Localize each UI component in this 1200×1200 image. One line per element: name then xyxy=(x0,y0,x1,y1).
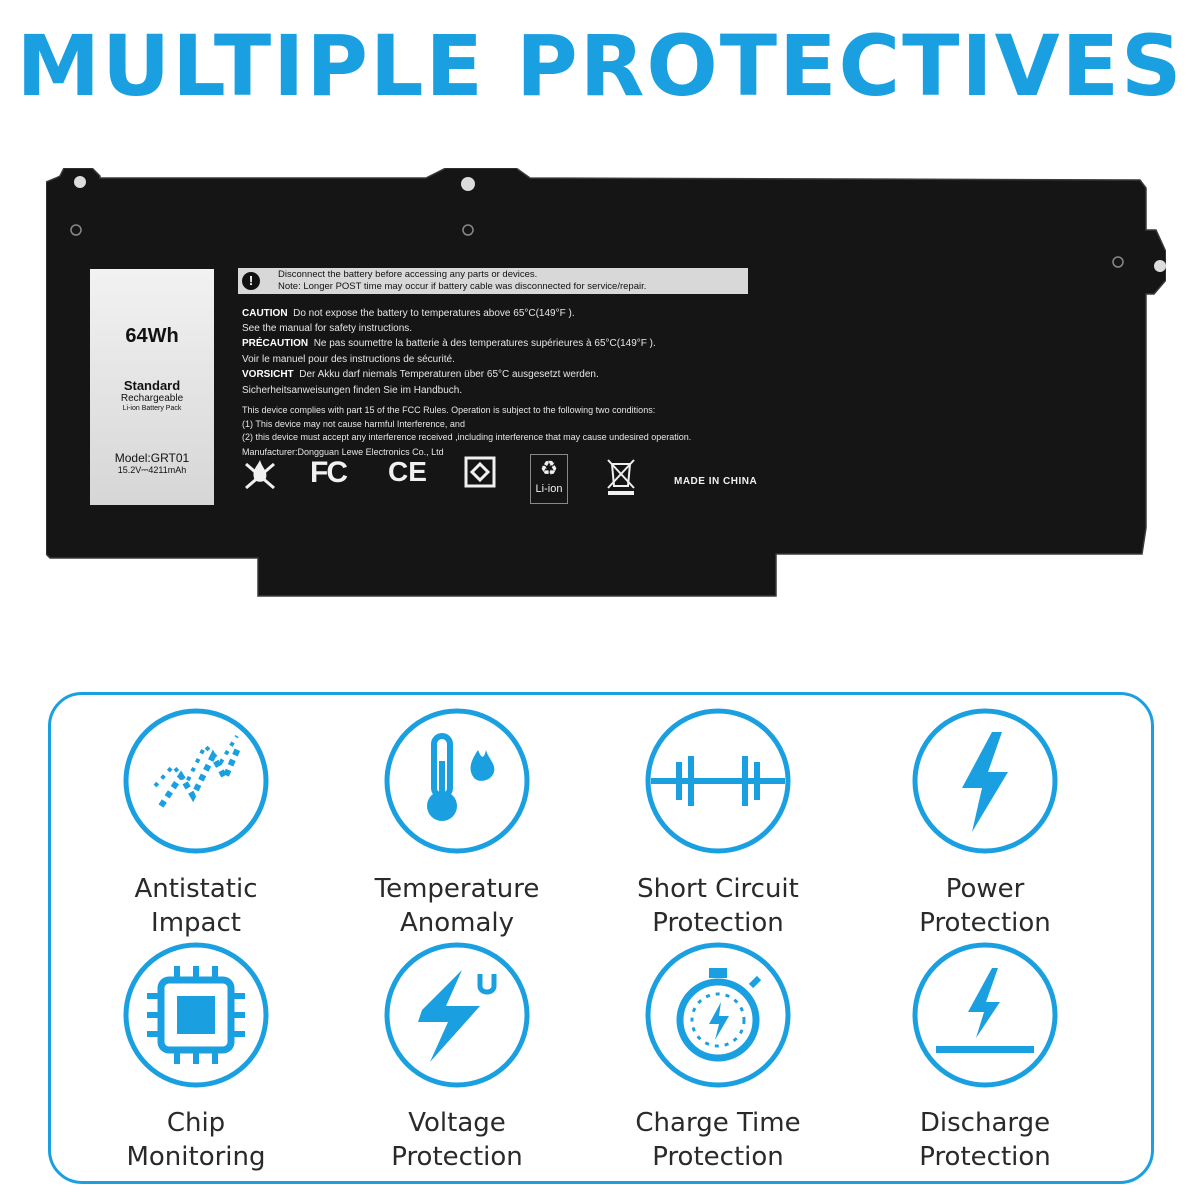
manufacturer-text: Manufacturer:Dongguan Lewe Electronics C… xyxy=(242,447,444,457)
feature-voltage: Voltage Protection xyxy=(327,940,587,1174)
feature-short-circuit: Short Circuit Protection xyxy=(588,706,848,940)
feature-line-2: Impact xyxy=(151,908,241,938)
feature-chip: Chip Monitoring xyxy=(66,940,326,1174)
chip-icon xyxy=(123,942,269,1088)
caution-text: Do not expose the battery to temperature… xyxy=(293,308,575,319)
feature-power: Power Protection xyxy=(855,706,1115,940)
rechargeable-text: Rechargeable xyxy=(120,393,184,404)
precaution-text: Ne pas soumettre la batterie à des tempe… xyxy=(313,338,656,349)
recycle-mark-icon xyxy=(464,456,496,488)
caution-label: CAUTION xyxy=(242,308,288,319)
discharge-icon xyxy=(912,942,1058,1088)
type-text: Standard xyxy=(123,378,181,393)
lightning-bolt-icon xyxy=(912,708,1058,854)
warning-line-2: Note: Longer POST time may occur if batt… xyxy=(278,281,647,292)
model-text: Model:GRT01 xyxy=(114,451,190,465)
capacity-text: 64Wh xyxy=(125,325,179,347)
feature-line-1: Short Circuit xyxy=(637,874,799,904)
warning-icon: ! xyxy=(242,272,260,290)
ce-mark: CE xyxy=(388,456,427,487)
feature-label: Temperature Anomaly xyxy=(327,872,587,940)
headline: MULTIPLE PROTECTIVES xyxy=(16,17,1184,115)
feature-discharge: Discharge Protection xyxy=(855,940,1115,1174)
feature-line-2: Protection xyxy=(652,908,784,938)
made-in-text: MADE IN CHINA xyxy=(674,476,758,487)
feature-temperature: Temperature Anomaly xyxy=(327,706,587,940)
rating-text: 15.2V⎓4211mAh xyxy=(117,465,187,475)
feature-antistatic: Antistatic Impact xyxy=(66,706,326,940)
feature-line-1: Charge Time xyxy=(635,1108,801,1138)
fcc-mark: FC xyxy=(310,456,348,489)
fcc-line-1: This device complies with part 15 of the… xyxy=(242,405,656,415)
fcc-line-3: (2) this device must accept any interfer… xyxy=(242,432,692,442)
feature-label: Discharge Protection xyxy=(855,1106,1115,1174)
weee-bin-icon xyxy=(607,459,635,495)
feature-line-1: Power xyxy=(945,874,1025,904)
feature-line-2: Anomaly xyxy=(399,908,515,938)
antistatic-icon xyxy=(123,708,269,854)
vorsicht-label: VORSICHT xyxy=(242,369,294,380)
pack-text: Li-ion Battery Pack xyxy=(122,405,182,412)
feature-line-1: Voltage xyxy=(408,1108,506,1138)
spec-label: 64Wh Standard Rechargeable Li-ion Batter… xyxy=(90,269,214,505)
battery-outline xyxy=(46,168,1166,597)
feature-line-2: Protection xyxy=(919,908,1051,938)
feature-line-1: Chip xyxy=(166,1108,226,1138)
stopwatch-icon xyxy=(645,942,791,1088)
caution-line: CAUTION Do not expose the battery to tem… xyxy=(242,307,575,320)
feature-line-1: Antistatic xyxy=(134,874,258,904)
vorsicht-line: VORSICHT Der Akku darf niemals Temperatu… xyxy=(242,368,599,381)
feature-line-1: Discharge xyxy=(919,1108,1051,1138)
precaution-line: PRÉCAUTION Ne pas soumettre la batterie … xyxy=(242,337,656,350)
warning-line-1: Disconnect the battery before accessing … xyxy=(278,269,538,280)
feature-line-2: Protection xyxy=(391,1142,523,1172)
battery-image: 64Wh Standard Rechargeable Li-ion Batter… xyxy=(46,168,1166,608)
li-ion-text: Li-ion xyxy=(535,483,563,495)
vorsicht-text-2: Sicherheitsanweisungen finden Sie im Han… xyxy=(242,385,463,396)
warning-bar: Disconnect the battery before accessing … xyxy=(238,268,748,294)
feature-label: Voltage Protection xyxy=(327,1106,587,1174)
voltage-icon xyxy=(384,942,530,1088)
feature-charge-time: Charge Time Protection xyxy=(588,940,848,1174)
feature-line-2: Monitoring xyxy=(126,1142,266,1172)
features-panel xyxy=(48,692,1154,1184)
fcc-line-2: (1) This device may not cause harmful In… xyxy=(242,419,465,429)
vorsicht-text: Der Akku darf niemals Temperaturen über … xyxy=(299,369,599,380)
precaution-text-2: Voir le manuel pour des instructions de … xyxy=(242,354,455,365)
flammable-icon xyxy=(245,460,275,490)
feature-label: Power Protection xyxy=(855,872,1115,940)
precaution-label: PRÉCAUTION xyxy=(242,338,309,349)
feature-label: Chip Monitoring xyxy=(66,1106,326,1174)
thermometer-flame-icon xyxy=(384,708,530,854)
li-ion-recycle-icon: ♻ Li-ion xyxy=(530,454,568,504)
circuit-icon xyxy=(645,708,791,854)
feature-line-2: Protection xyxy=(652,1142,784,1172)
caution-text-2: See the manual for safety instructions. xyxy=(242,323,413,334)
feature-label: Short Circuit Protection xyxy=(588,872,848,940)
feature-label: Charge Time Protection xyxy=(588,1106,848,1174)
feature-line-1: Temperature xyxy=(374,874,540,904)
feature-line-2: Protection xyxy=(919,1142,1051,1172)
feature-label: Antistatic Impact xyxy=(66,872,326,940)
